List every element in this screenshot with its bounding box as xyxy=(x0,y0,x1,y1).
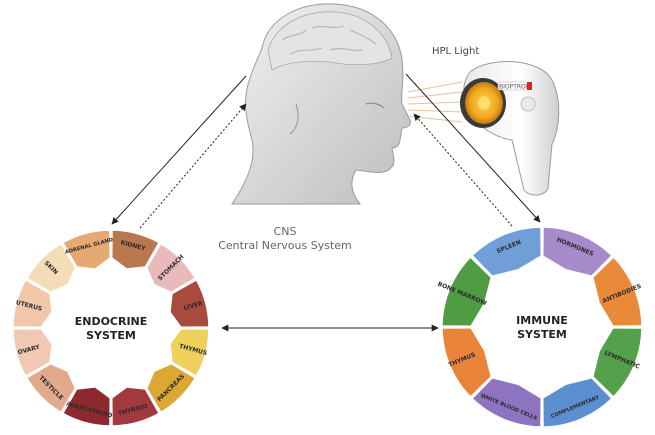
immune-segment-shape xyxy=(470,226,543,278)
endocrine-segment: PARATHYROID xyxy=(61,386,113,427)
arrow-immune-to-cns xyxy=(413,113,513,227)
cns-label: CNS Central Nervous System xyxy=(210,225,360,253)
endocrine-segment-shape xyxy=(145,242,197,294)
endocrine-segment-shape xyxy=(61,229,112,270)
arrow-cns-to-immune xyxy=(405,73,541,223)
endocrine-segment-shape xyxy=(12,278,53,329)
endocrine-title-line1: ENDOCRINE xyxy=(75,315,148,328)
immune-segment: HORMONES xyxy=(541,226,614,278)
immune-segment-shape xyxy=(441,255,493,328)
immune-segment: THYMUS xyxy=(441,326,493,399)
endocrine-segment: LIVER xyxy=(169,278,210,329)
endocrine-segment: OVARY xyxy=(12,327,53,378)
endocrine-segment-shape xyxy=(110,386,161,427)
endocrine-segment: THYMUS xyxy=(169,327,210,378)
endocrine-segment: THYROID xyxy=(110,386,161,427)
endocrine-segment-shape xyxy=(169,278,210,329)
endocrine-segment: KIDNEY xyxy=(110,229,161,270)
endocrine-segment-label: LIVER xyxy=(183,300,204,312)
endocrine-segment-shape xyxy=(169,327,210,378)
endocrine-segment: SKIN xyxy=(25,242,77,294)
immune-segment: COMPLEMENTARY xyxy=(541,376,614,428)
immune-title-line2: SYSTEM xyxy=(517,328,567,341)
endocrine-segment-shape xyxy=(145,362,197,414)
cns-subtitle: Central Nervous System xyxy=(218,239,352,252)
arrow-endocrine-to-cns xyxy=(139,103,247,229)
endocrine-segment-shape xyxy=(12,327,53,378)
hpl-device-illustration: BIOPTRON xyxy=(460,61,560,196)
immune-segment-shape xyxy=(591,326,643,399)
endocrine-segment: TESTICLE xyxy=(25,362,77,414)
immune-segment-shape xyxy=(591,255,643,328)
immune-segment: WHITE BLOOD CELLS xyxy=(470,376,543,428)
endocrine-segment-shape xyxy=(25,242,77,294)
endocrine-segment: ADRENAL GLAND xyxy=(61,229,115,270)
immune-system-wheel: HORMONESANTIBODIESLYMPHATICCOMPLEMENTARY… xyxy=(437,226,643,428)
immune-segment-shape xyxy=(541,226,614,278)
immune-segment: ANTIBODIES xyxy=(591,255,643,328)
cns-title: CNS xyxy=(273,225,297,238)
immune-title-line1: IMMUNE xyxy=(516,314,568,327)
immune-segment: SPLEEN xyxy=(470,226,543,278)
immune-segment-shape xyxy=(541,376,614,428)
immune-segment-shape xyxy=(470,376,543,428)
endocrine-title-line2: SYSTEM xyxy=(86,329,136,342)
human-head-illustration xyxy=(231,3,411,205)
endocrine-segment-shape xyxy=(25,362,77,414)
endocrine-segment-shape xyxy=(110,229,161,270)
immune-segment-shape xyxy=(441,326,493,399)
hpl-light-label: HPL Light xyxy=(432,46,480,57)
arrow-cns-to-endocrine xyxy=(111,75,247,225)
immune-segment: LYMPHATIC xyxy=(591,326,643,399)
endocrine-system-wheel: KIDNEYSTOMACHLIVERTHYMUSPANCREASTHYROIDP… xyxy=(12,229,210,427)
endocrine-segment: STOMACH xyxy=(145,242,197,294)
endocrine-segment-shape xyxy=(61,386,112,427)
device-brand-text: BIOPTRON xyxy=(499,84,530,91)
connection-arrows xyxy=(111,73,541,332)
endocrine-segment: UTERUS xyxy=(12,278,53,329)
